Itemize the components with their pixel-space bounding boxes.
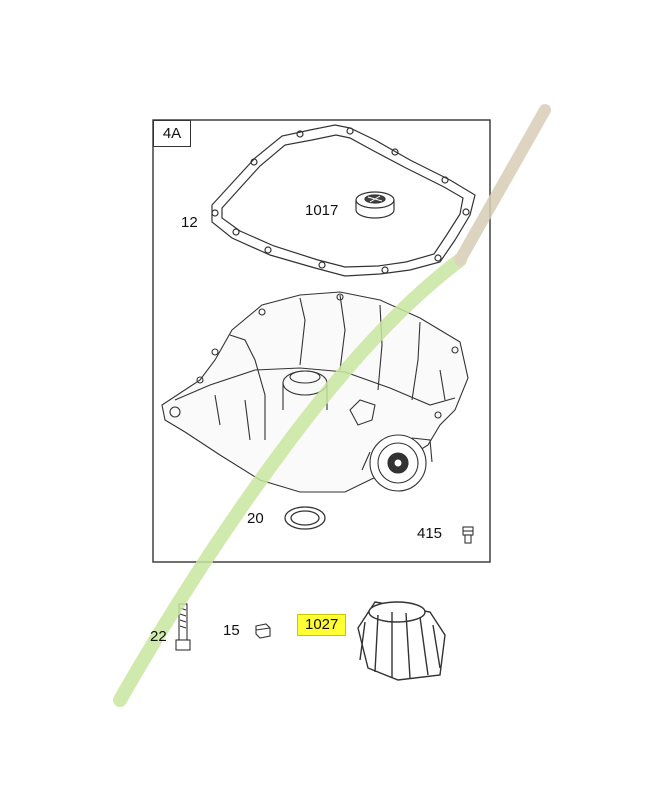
oil-filter-part: [357, 601, 446, 681]
assembly-frame: [152, 119, 491, 563]
label-plug: 415: [417, 525, 443, 542]
label-gasket: 12: [181, 214, 198, 231]
label-nut: 15: [223, 622, 240, 639]
label-bolt: 22: [150, 628, 167, 645]
label-oil-filter: 1027: [297, 614, 347, 636]
watermark: [113, 104, 551, 707]
gasket-part: [211, 124, 476, 277]
nut-part: [255, 623, 271, 639]
label-cap: 1017: [305, 202, 339, 219]
assembly-tag: 4A: [153, 120, 191, 147]
label-seal: 20: [247, 510, 264, 527]
seal-part: [284, 506, 326, 530]
plug-part: [462, 526, 474, 544]
sump-part: [161, 291, 469, 493]
cap-part: [355, 191, 395, 219]
